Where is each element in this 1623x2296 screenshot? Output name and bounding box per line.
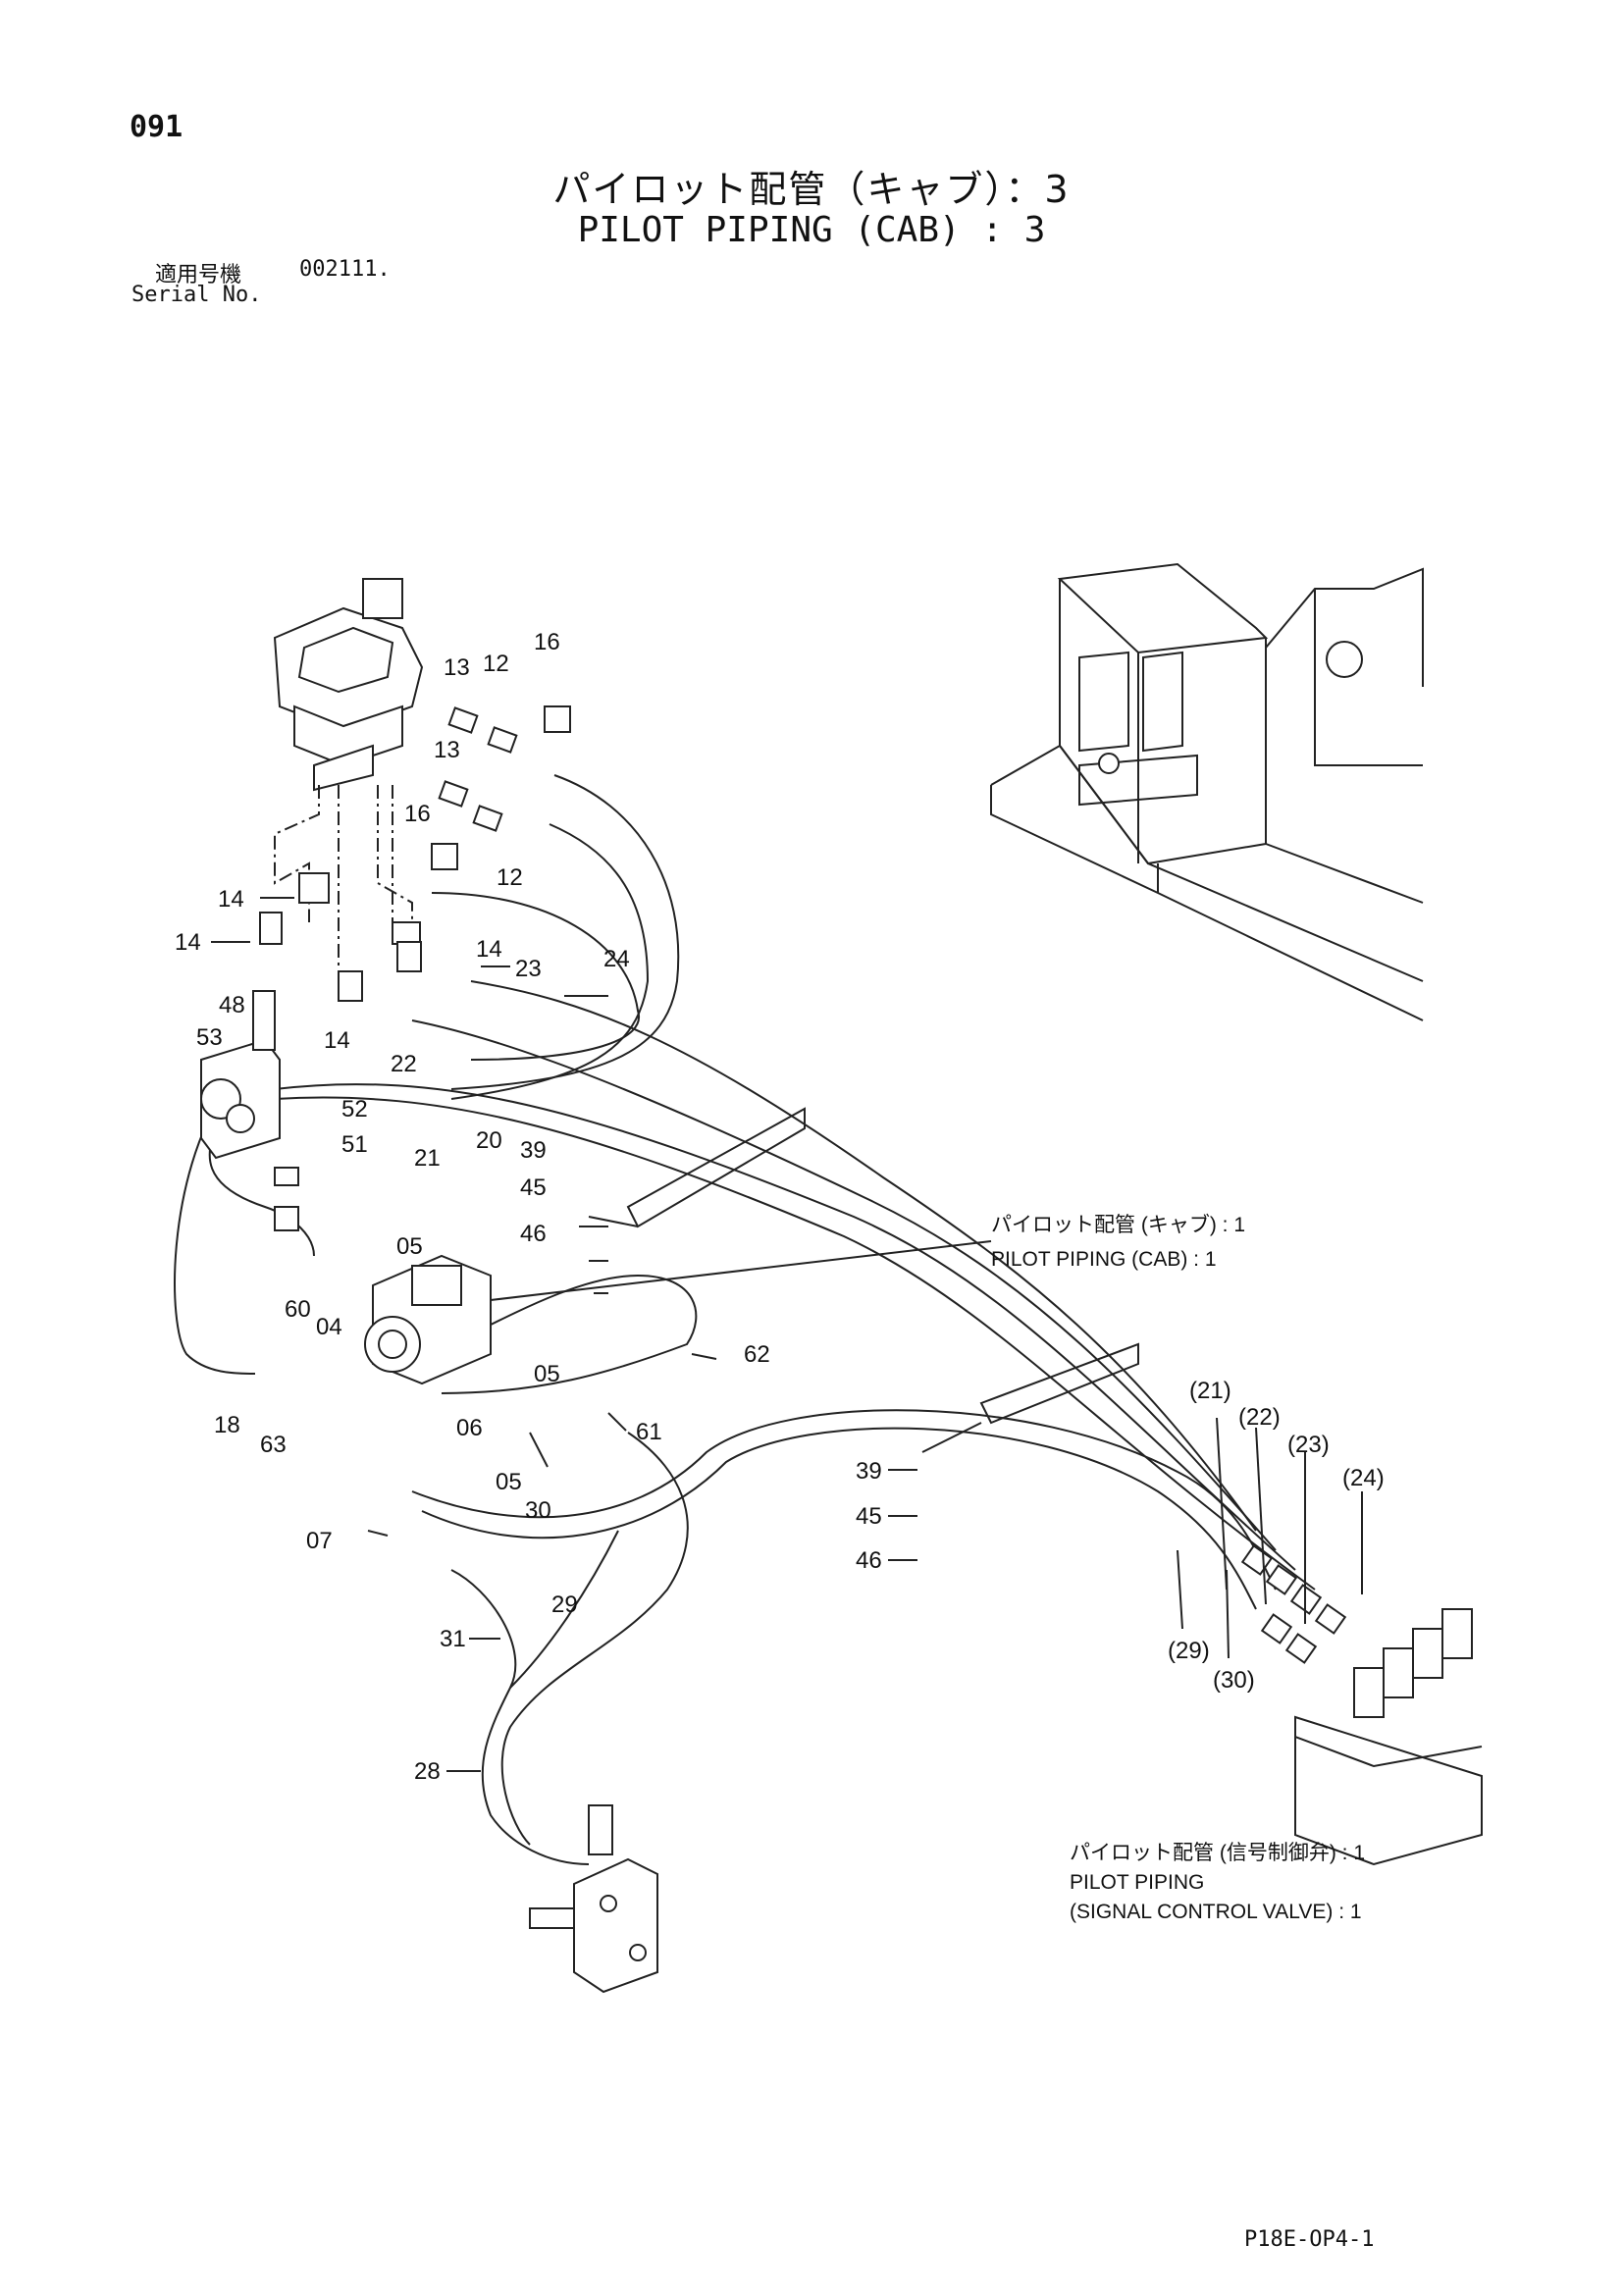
- callout-45: 45: [856, 1503, 882, 1530]
- callout-63: 63: [260, 1432, 287, 1458]
- callout-46: 46: [520, 1221, 547, 1247]
- lower-valve-block: [529, 1804, 658, 1994]
- callout-04: 04: [316, 1314, 342, 1340]
- cab-frame-drawing: [990, 562, 1424, 1021]
- hose-end-fittings: [1240, 1544, 1473, 1718]
- serial-value: 002111.: [299, 257, 391, 282]
- drawing-code: P18E-OP4-1: [1244, 2227, 1375, 2252]
- callout-05: 05: [396, 1233, 423, 1260]
- callout-62: 62: [744, 1341, 770, 1368]
- callout-39: 39: [520, 1137, 547, 1164]
- valve-reference-english-1: PILOT PIPING: [1070, 1871, 1204, 1894]
- callout-05: 05: [534, 1361, 560, 1387]
- callout-16: 16: [534, 629, 560, 655]
- callout-14: 14: [218, 886, 244, 913]
- callout-51: 51: [341, 1131, 368, 1158]
- serial-label-japanese: 適用号機: [155, 263, 242, 287]
- callout-22-ref: (22): [1238, 1404, 1281, 1431]
- callout-31: 31: [440, 1626, 466, 1652]
- callout-06: 06: [456, 1415, 483, 1441]
- callout-30-ref: (30): [1213, 1667, 1255, 1694]
- callout-23: 23: [515, 956, 542, 982]
- page-number: 091: [130, 110, 183, 144]
- valve-reference-english-2: (SIGNAL CONTROL VALVE) : 1: [1070, 1901, 1362, 1923]
- callout-07: 07: [306, 1528, 333, 1554]
- callout-52: 52: [341, 1096, 368, 1122]
- callout-23-ref: (23): [1287, 1432, 1330, 1458]
- callout-18: 18: [214, 1412, 240, 1438]
- signal-control-valve-middle: [364, 1254, 492, 1385]
- callout-61: 61: [636, 1419, 662, 1445]
- callout-29-ref: (29): [1168, 1638, 1210, 1664]
- callout-16: 16: [404, 801, 431, 827]
- callout-21-ref: (21): [1189, 1378, 1231, 1404]
- callout-24-ref: (24): [1342, 1465, 1385, 1491]
- callout-45: 45: [520, 1174, 547, 1201]
- page-title-japanese: パイロット配管（キャブ）：3: [552, 168, 1071, 211]
- callout-12: 12: [497, 864, 523, 891]
- pilot-valve-cab: [273, 578, 424, 792]
- callout-05: 05: [496, 1469, 522, 1495]
- callout-14: 14: [476, 936, 502, 963]
- fittings-upper: [259, 705, 571, 1002]
- callout-13: 13: [434, 737, 460, 763]
- callout-29: 29: [551, 1592, 578, 1618]
- callout-14: 14: [324, 1027, 350, 1054]
- junction-block: [200, 990, 299, 1231]
- page-title-english: PILOT PIPING (CAB) : 3: [577, 210, 1046, 250]
- callout-14: 14: [175, 929, 201, 956]
- callout-53: 53: [196, 1024, 223, 1051]
- cab-reference-english: PILOT PIPING (CAB) : 1: [991, 1248, 1217, 1271]
- cab-reference-japanese: パイロット配管 (キャブ) : 1: [991, 1214, 1245, 1236]
- callout-12: 12: [483, 651, 509, 677]
- callout-28: 28: [414, 1758, 441, 1785]
- callout-22: 22: [391, 1051, 417, 1077]
- callout-30: 30: [525, 1497, 551, 1524]
- callout-13: 13: [444, 654, 470, 681]
- serial-label-english: Serial No.: [131, 283, 262, 307]
- valve-reference-japanese: パイロット配管 (信号制御弁) : 1: [1070, 1842, 1365, 1864]
- callout-39: 39: [856, 1458, 882, 1485]
- hose-bundle: [174, 774, 1316, 1865]
- callout-46: 46: [856, 1547, 882, 1574]
- callout-24: 24: [603, 946, 630, 972]
- callout-21: 21: [414, 1145, 441, 1172]
- callout-48: 48: [219, 992, 245, 1018]
- callout-60: 60: [285, 1296, 311, 1323]
- callout-20: 20: [476, 1127, 502, 1154]
